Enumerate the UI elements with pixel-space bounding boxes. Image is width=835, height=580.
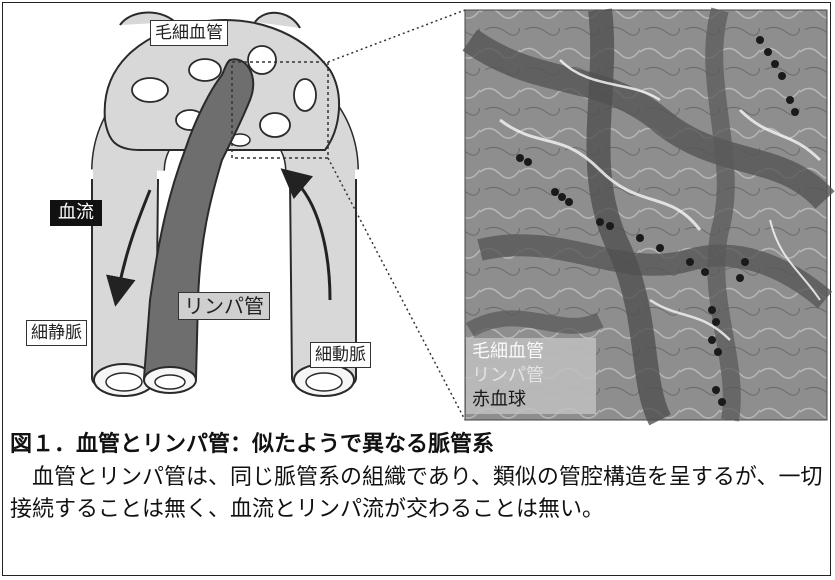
legend-red-blood-cell: 赤血球 xyxy=(472,389,526,410)
label-venule: 細静脈 xyxy=(26,320,87,346)
flow-arrow-left xyxy=(106,189,152,307)
lymph-vessel-shape xyxy=(142,58,255,394)
vascular-diagram: 毛細血管 血流 リンパ管 細静脈 細動脈 毛細血管 リンパ管 赤血球 xyxy=(26,7,835,426)
zoom-guide-top xyxy=(327,9,466,63)
flow-arrow-right xyxy=(280,168,332,301)
caption-body: 血管とリンパ管は、同じ脈管系の組織であり、類似の管腔構造を呈するが、一切接続する… xyxy=(10,465,823,522)
figure-caption: 図１．血管とリンパ管：似たようで異なる脈管系 血管とリンパ管は、同じ脈管系の組織… xyxy=(10,430,825,526)
legend-capillary: 毛細血管 xyxy=(472,341,544,362)
zoom-guide-bottom xyxy=(327,157,466,421)
label-capillary: 毛細血管 xyxy=(150,20,228,46)
label-arteriole: 細動脈 xyxy=(310,342,371,368)
caption-title: 図１．血管とリンパ管：似たようで異なる脈管系 xyxy=(10,432,495,457)
zoom-box xyxy=(231,61,329,159)
schematic-svg xyxy=(91,7,835,426)
micrograph-legend: 毛細血管 リンパ管 赤血球 xyxy=(466,338,596,414)
label-blood-flow: 血流 xyxy=(50,200,102,226)
label-lymph-vessel: リンパ管 xyxy=(178,292,270,320)
legend-lymph-vessel: リンパ管 xyxy=(472,365,544,386)
